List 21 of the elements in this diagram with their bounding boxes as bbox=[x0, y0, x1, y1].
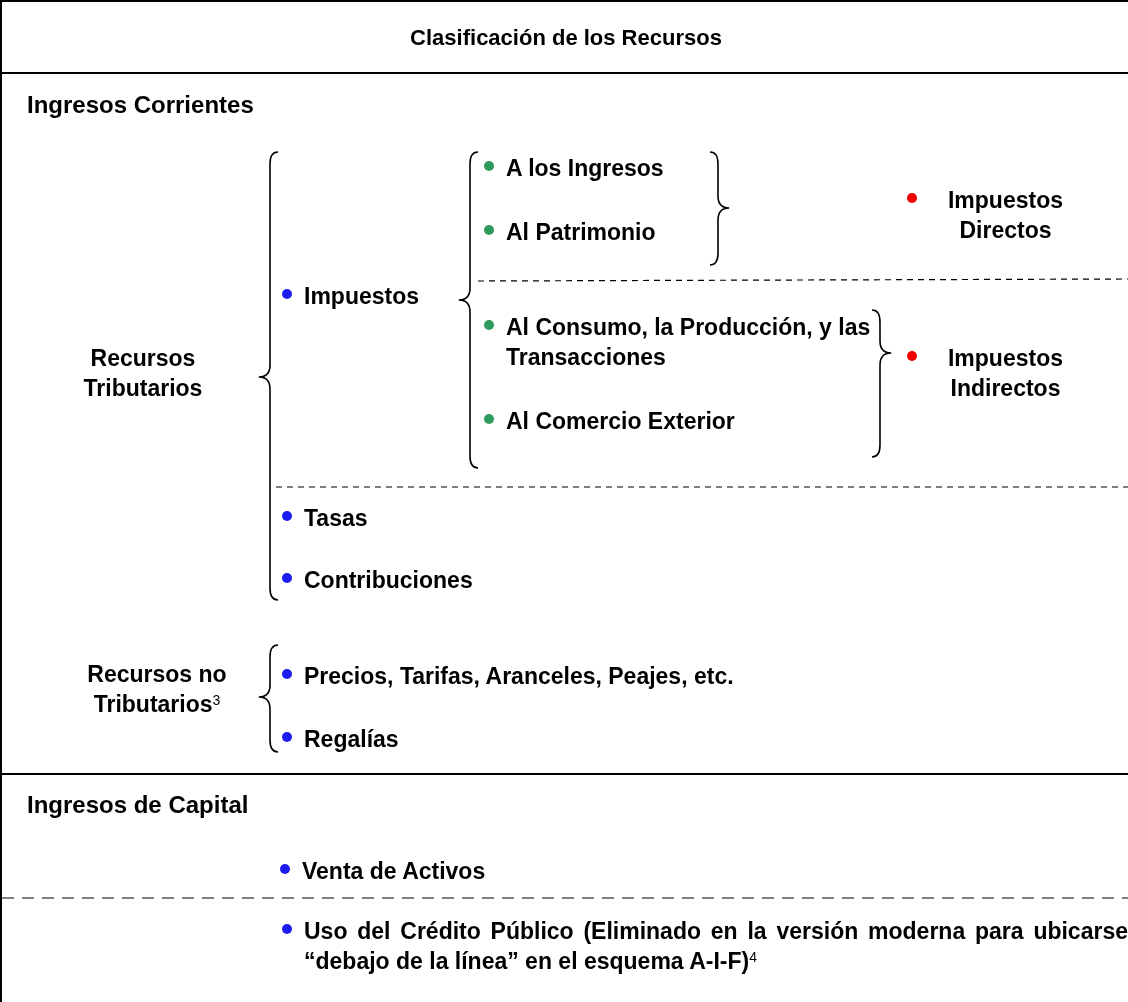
item-text: Impuestos bbox=[304, 282, 420, 311]
section-panel bbox=[0, 72, 1128, 773]
category-label: Recursos Tributarios bbox=[82, 344, 204, 403]
title-box bbox=[0, 0, 1128, 72]
section-heading: Ingresos Corrientes bbox=[27, 90, 254, 120]
item-text: A los Ingresos bbox=[506, 154, 664, 183]
item-text: Al Comercio Exterior bbox=[506, 407, 735, 436]
category-label: Recursos no Tributarios$^{3}$ bbox=[86, 660, 228, 719]
section-heading: Ingresos de Capital bbox=[27, 790, 249, 820]
item-text: Al Consumo, la Producción, y las Transacciones bbox=[506, 313, 872, 372]
item-text: Precios, Tarifas, Aranceles, Peajes, etc. bbox=[304, 662, 734, 691]
item-text: Tasas bbox=[304, 504, 368, 533]
category-label: Impuestos Indirectos bbox=[947, 344, 1064, 403]
item-text: Regalías bbox=[304, 725, 399, 754]
title-text: Clasificación de los Recursos bbox=[410, 24, 722, 52]
item-text: Uso del Crédito Público (Eliminado en la versión moderna para ubicarse “debajo de la línea” en el esquema A-I-F)$^{4}$ bbox=[304, 917, 1128, 976]
item-text: Al Patrimonio bbox=[506, 218, 656, 247]
item-text: Contribuciones bbox=[304, 566, 473, 595]
category-label: Impuestos Directos bbox=[947, 186, 1064, 245]
section-panel bbox=[0, 773, 1128, 1002]
item-text: Venta de Activos bbox=[302, 857, 486, 886]
